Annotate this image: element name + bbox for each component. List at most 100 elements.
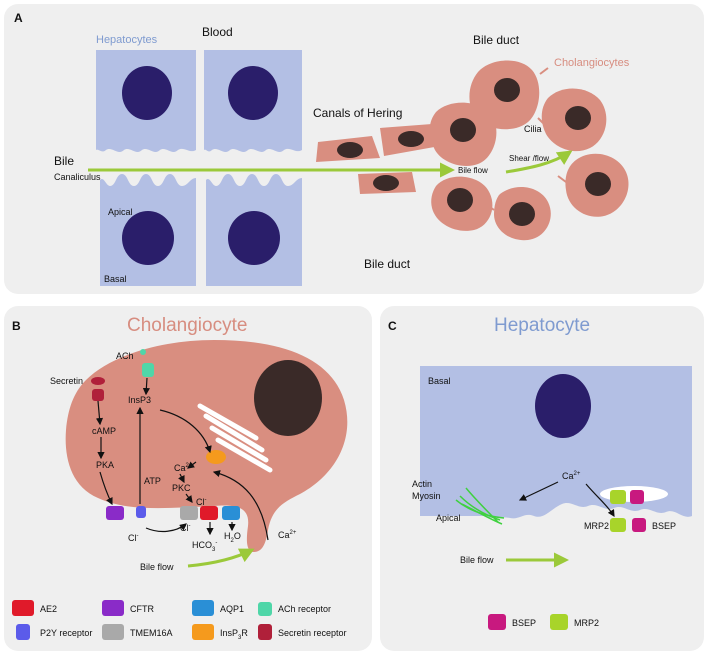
ach-ligand — [140, 349, 146, 355]
blood-label: Blood — [202, 25, 233, 39]
cl-left-label: Cl- — [128, 533, 139, 543]
pka-label: PKA — [96, 460, 114, 470]
ach-receptor-icon — [142, 363, 154, 377]
panel-c: C Hepatocyte Basal Actin Myosin Apical C… — [380, 306, 704, 651]
panel-b-letter: B — [12, 319, 21, 333]
panel-a-letter: A — [14, 11, 23, 25]
secretin-receptor-icon — [258, 624, 272, 640]
secretin-ligand — [91, 377, 105, 385]
legend-b: AE2 CFTR AQP1 ACh receptor P2Y receptor … — [12, 600, 347, 641]
hepatocyte-nucleus — [535, 374, 591, 438]
cilia-label: Cilia — [524, 124, 542, 134]
cholangiocyte-nucleus — [509, 202, 535, 226]
ach-receptor-icon — [258, 602, 272, 616]
legend-bsep-label: BSEP — [512, 618, 536, 628]
bile-label: Bile — [54, 154, 74, 168]
signalling-arrows — [518, 481, 615, 518]
hepatocyte-nucleus — [228, 66, 278, 120]
legend-mrp2-label: MRP2 — [574, 618, 599, 628]
legend-tmem16a-label: TMEM16A — [130, 628, 173, 638]
cholangiocyte-nucleus — [373, 175, 399, 191]
bile-flow-label: Bile flow — [140, 562, 174, 572]
legend-ae2-label: AE2 — [40, 604, 57, 614]
er-stripes — [197, 403, 273, 473]
bile-duct-cells — [429, 60, 629, 241]
cholangiocyte-nucleus — [450, 118, 476, 142]
shear-flow-label: Shear /flow — [509, 154, 549, 163]
hepatocyte-nucleus — [122, 66, 172, 120]
bsep-icon — [632, 518, 646, 532]
basal-label: Basal — [104, 274, 127, 284]
bsep-icon — [630, 490, 644, 504]
tmem16a-icon — [102, 624, 124, 640]
cholangiocyte-nucleus — [398, 131, 424, 147]
bile-duct-bottom-label: Bile duct — [364, 257, 411, 271]
panel-a: A Hepatocytes Blood Bile Canaliculus Api… — [4, 4, 704, 294]
aqp1-icon — [222, 506, 240, 520]
insp3r-icon — [192, 624, 214, 640]
ca-label: Ca2+ — [562, 471, 581, 481]
myosin-label: Myosin — [412, 491, 441, 501]
cholangiocytes-label: Cholangiocytes — [554, 57, 630, 69]
bile-flow-arrow — [187, 548, 255, 568]
insp3r-icon — [206, 450, 226, 464]
canaliculus-label: Canaliculus — [54, 172, 101, 182]
secretin-label: Secretin — [50, 376, 83, 386]
p2y-receptor-icon — [136, 506, 146, 518]
legend-ach-receptor-label: ACh receptor — [278, 604, 331, 614]
cholangiocyte-nucleus — [254, 360, 322, 436]
cl-top-label: Cl- — [196, 497, 207, 507]
legend-insp3r-label: InsP3R — [220, 628, 248, 641]
ca-extracellular-label: Ca2+ — [278, 530, 297, 540]
cholangiocyte-nucleus — [565, 106, 591, 130]
bile-duct-top-label: Bile duct — [473, 33, 520, 47]
hco3-label: HCO3- — [192, 540, 217, 553]
shear-flow-arrow — [505, 150, 573, 174]
legend-secretin-receptor-label: Secretin receptor — [278, 628, 347, 638]
legend-p2y-label: P2Y receptor — [40, 628, 92, 638]
actin-myosin-filaments — [455, 487, 505, 525]
mrp2-label: MRP2 — [584, 521, 609, 531]
ach-label: ACh — [116, 351, 134, 361]
bsep-label: BSEP — [652, 521, 676, 531]
hepatocytes-label: Hepatocytes — [96, 34, 158, 46]
tmem16a-icon — [180, 506, 198, 520]
legend-c: BSEP MRP2 — [488, 614, 599, 630]
hepatocytes-group — [96, 50, 302, 286]
pkc-label: PKC — [172, 483, 191, 493]
mrp2-icon — [610, 518, 626, 532]
mrp2-icon — [550, 614, 568, 630]
cholangiocyte-nucleus — [447, 188, 473, 212]
bile-flow-label: Bile flow — [458, 166, 488, 175]
hepatocyte-nucleus — [228, 211, 280, 265]
ae2-icon — [12, 600, 34, 616]
actin-label: Actin — [412, 479, 432, 489]
basal-label: Basal — [428, 376, 451, 386]
camp-label: cAMP — [92, 426, 116, 436]
panel-c-title: Hepatocyte — [494, 315, 590, 336]
canals-of-hering-label: Canals of Hering — [313, 106, 402, 120]
cilia — [485, 67, 567, 211]
apical-label: Apical — [436, 513, 461, 523]
panel-c-letter: C — [388, 319, 397, 333]
atp-label: ATP — [144, 476, 161, 486]
cholangiocyte-nucleus — [337, 142, 363, 158]
panel-b: B Cholangiocyte ACh Secretin cAMP PKA In… — [4, 306, 372, 651]
hepatocyte-nucleus — [122, 211, 174, 265]
apical-label: Apical — [108, 207, 133, 217]
canals-of-hering-cells — [316, 124, 440, 194]
legend-aqp1-label: AQP1 — [220, 604, 244, 614]
hepatocyte-body — [420, 366, 692, 519]
bsep-icon — [488, 614, 506, 630]
cholangiocyte-nucleus — [494, 78, 520, 102]
cftr-icon — [106, 506, 124, 520]
panel-b-title: Cholangiocyte — [127, 315, 247, 336]
cholangiocyte-nucleus — [585, 172, 611, 196]
mrp2-icon — [610, 490, 626, 504]
insp3-label: InsP3 — [128, 395, 151, 405]
legend-cftr-label: CFTR — [130, 604, 154, 614]
cftr-icon — [102, 600, 124, 616]
p2y-receptor-icon — [16, 624, 30, 640]
signalling-arrows — [95, 377, 269, 541]
